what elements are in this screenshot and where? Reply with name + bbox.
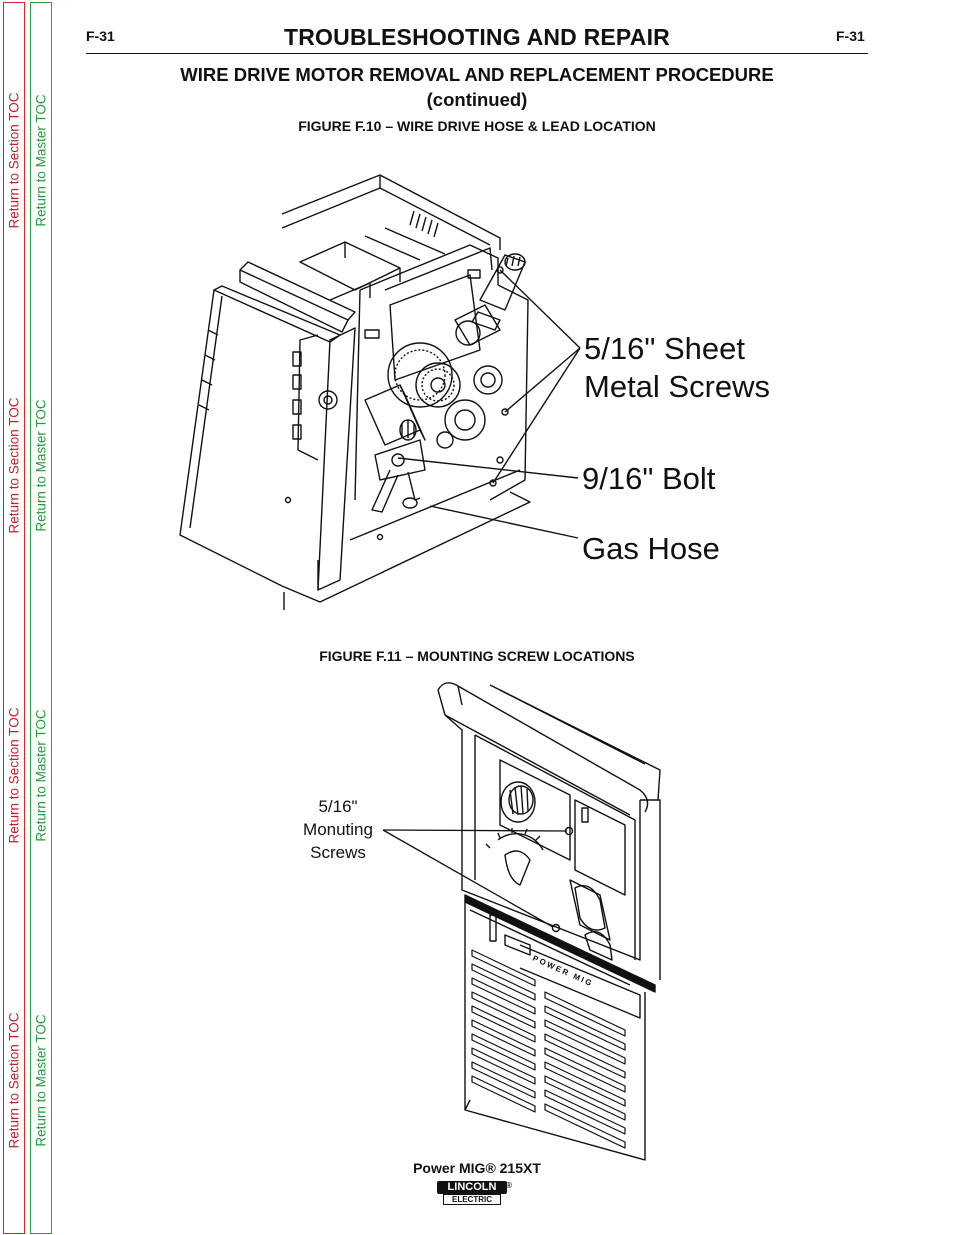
figure-10-leader-lines	[397, 269, 581, 539]
lincoln-electric-logo: LINCOLN ELECTRIC ®	[437, 1181, 512, 1207]
footer-model-name: Power MIG® 215XT	[413, 1160, 541, 1176]
wire-drive-illustration	[179, 174, 531, 610]
section-title: TROUBLESHOOTING AND REPAIR	[284, 24, 670, 50]
figure-10-caption: FIGURE F.10 – WIRE DRIVE HOSE & LEAD LOC…	[298, 118, 656, 134]
page-number-right: F-31	[836, 28, 865, 44]
mounting-screws-label-line1: 5/16"	[318, 797, 358, 816]
figure-11-caption: FIGURE F.11 – MOUNTING SCREW LOCATIONS	[319, 648, 635, 664]
procedure-subtitle: (continued)	[426, 89, 528, 110]
procedure-title-line: WIRE DRIVE MOTOR REMOVAL AND REPLACEMENT…	[180, 64, 774, 85]
mounting-screws-callout: 5/16" Monuting Screws	[296, 795, 380, 864]
page-number-left: F-31	[86, 28, 115, 44]
sheet-metal-screws-callout: 5/16" Sheet Metal Screws	[584, 330, 770, 406]
front-panel-illustration	[437, 682, 661, 1161]
mounting-screws-label-line2: Monuting	[303, 820, 373, 839]
section-toc-sidebar: Return to Section TOC Return to Section …	[3, 2, 25, 1234]
mounting-screws-label-line3: Screws	[310, 843, 366, 862]
logo-bottom-text: ELECTRIC	[443, 1194, 501, 1205]
logo-registered-mark: ®	[506, 1181, 512, 1190]
bolt-callout: 9/16" Bolt	[582, 461, 716, 496]
logo-top-text: LINCOLN	[437, 1181, 507, 1194]
procedure-title: WIRE DRIVE MOTOR REMOVAL AND REPLACEMENT…	[86, 62, 868, 112]
sheet-metal-screws-label-line1: 5/16" Sheet	[584, 331, 745, 366]
master-toc-sidebar: Return to Master TOC Return to Master TO…	[30, 2, 52, 1234]
figure-11-leader-lines	[382, 829, 568, 928]
sheet-metal-screws-label-line2: Metal Screws	[584, 369, 771, 404]
header-divider	[86, 53, 868, 54]
gas-hose-callout: Gas Hose	[582, 531, 720, 566]
